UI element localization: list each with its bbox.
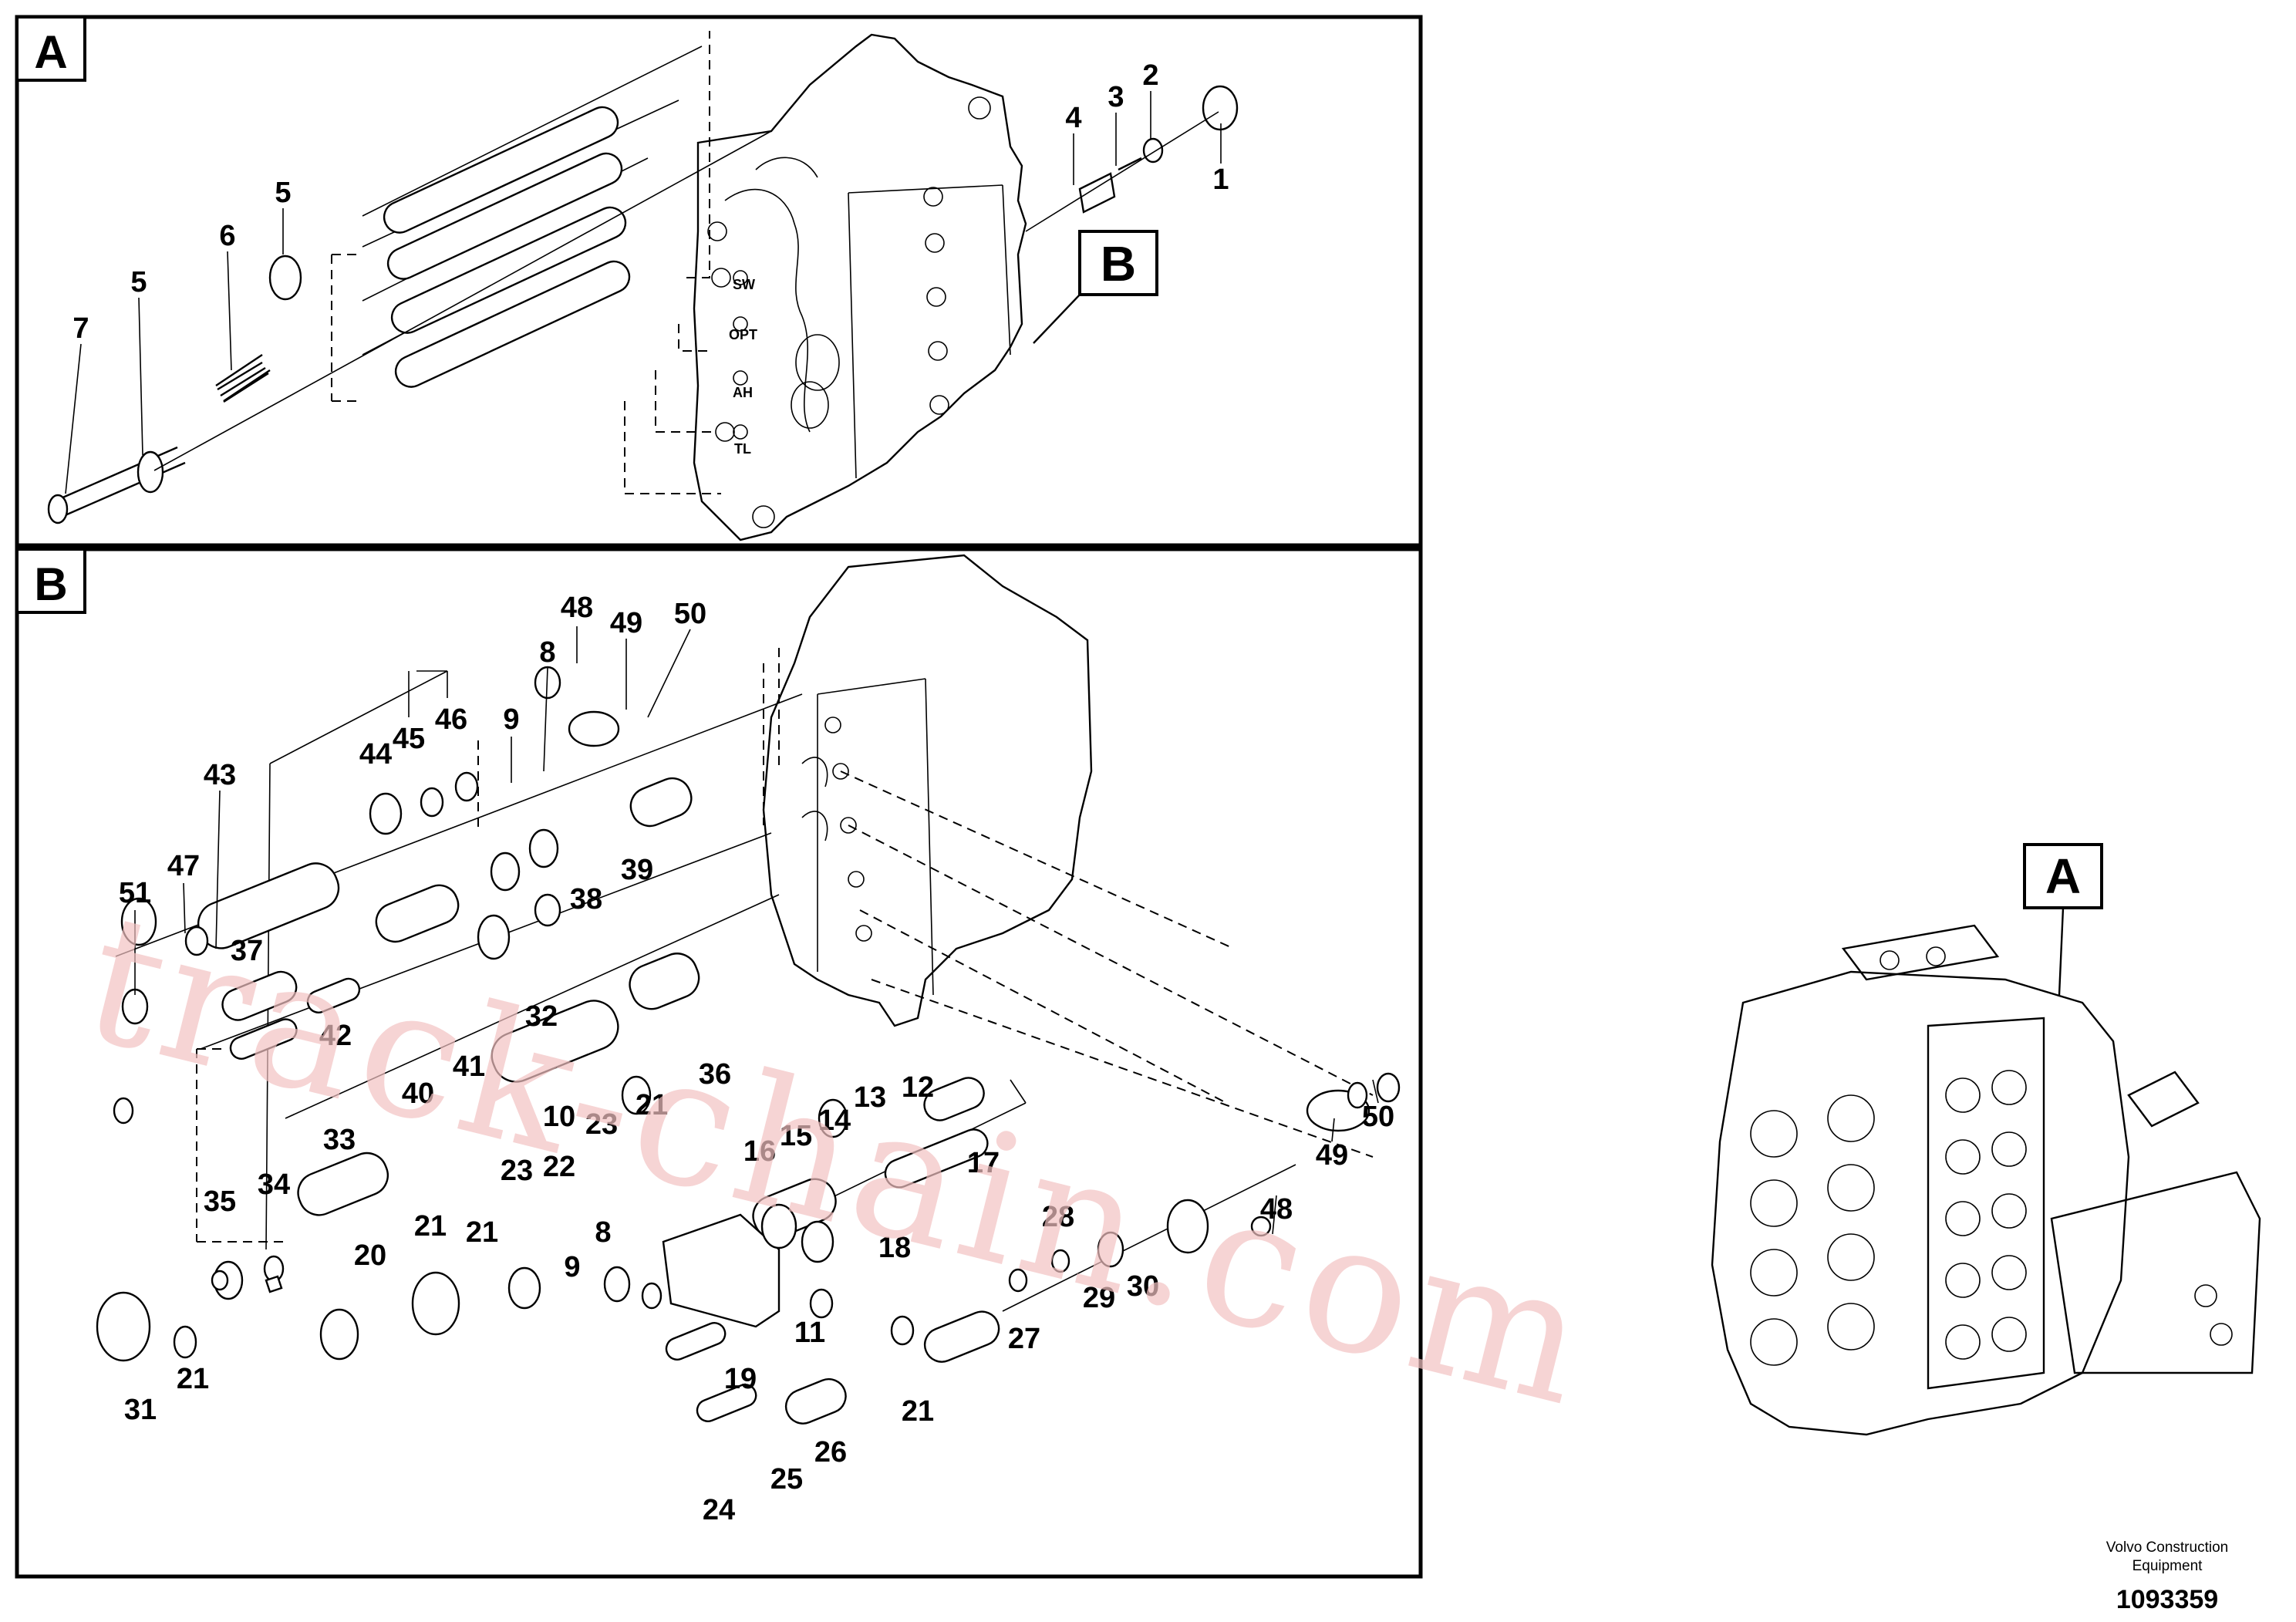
panel-a-part-labels: 1 2 3 4 5 5 6 7 — [65, 59, 1229, 494]
part-label: 15 — [780, 1120, 812, 1152]
part-label: 45 — [393, 723, 425, 755]
callout-b: B — [1033, 230, 1158, 344]
drawing-number: 1093359 — [2116, 1585, 2218, 1614]
part-label: 51 — [119, 877, 151, 909]
overview-assembly: A — [1711, 843, 2261, 1436]
part-label: 23 — [501, 1155, 533, 1187]
spool-set-a — [383, 106, 631, 388]
part-label: 25 — [770, 1463, 803, 1496]
part-label: 29 — [1083, 1282, 1115, 1314]
watermark: track-chain.com — [67, 875, 1610, 1447]
part-label: 8 — [595, 1216, 611, 1249]
callout-a: A — [2045, 848, 2081, 904]
part-label: 49 — [1316, 1139, 1348, 1172]
part-label: 40 — [402, 1077, 434, 1110]
part-label: 10 — [543, 1101, 575, 1133]
part-label: 28 — [1042, 1201, 1074, 1233]
part-label: 11 — [794, 1317, 825, 1349]
part-label: 42 — [319, 1020, 352, 1052]
part-label: 1 — [1212, 164, 1229, 196]
part-label: 5 — [130, 266, 147, 298]
part-label: 50 — [1362, 1101, 1394, 1133]
port-mark-opt: OPT — [729, 327, 757, 342]
part-label: 50 — [674, 598, 706, 630]
part-label: 19 — [724, 1363, 757, 1395]
part-label: 37 — [231, 935, 263, 967]
valve-block-b — [762, 554, 1093, 1027]
part-label: 38 — [570, 883, 602, 916]
part-label: 13 — [854, 1081, 886, 1114]
part-label: 21 — [177, 1363, 209, 1395]
panel-b-letter: B — [34, 558, 67, 610]
valve-block-a: SW OPT AH TL — [693, 33, 1027, 541]
footer-company-line2: Equipment — [2132, 1558, 2203, 1574]
part-label: 26 — [814, 1436, 847, 1469]
part-label: 8 — [539, 636, 555, 669]
parts-b — [96, 666, 1401, 1425]
part-label: 9 — [564, 1251, 580, 1283]
part-label: 4 — [1065, 102, 1081, 134]
part-label: 35 — [204, 1185, 236, 1218]
part-label: 44 — [359, 738, 392, 771]
part-label: 12 — [902, 1071, 934, 1104]
part-label: 2 — [1142, 59, 1158, 92]
port-mark-ah: AH — [733, 385, 753, 400]
port-mark-tl: TL — [734, 441, 751, 457]
part-label: 47 — [167, 850, 200, 882]
panel-b-part-labels: 8 8 9 9 10 11 12 13 14 15 16 17 18 19 20… — [119, 592, 1394, 1526]
part-label: 21 — [414, 1210, 447, 1243]
part-label: 31 — [124, 1394, 157, 1426]
part-label: 33 — [323, 1124, 356, 1156]
panel-a-letter: A — [34, 26, 67, 78]
part-label: 5 — [275, 177, 291, 209]
part-label: 49 — [610, 607, 642, 639]
part-label: 46 — [435, 703, 467, 736]
svg-text:B: B — [1101, 236, 1136, 292]
port-mark-sw: SW — [733, 277, 755, 292]
part-label: 6 — [219, 220, 235, 252]
part-label: 43 — [204, 759, 236, 791]
part-label: 34 — [258, 1168, 290, 1201]
part-label: 30 — [1127, 1270, 1159, 1303]
part-label: 21 — [636, 1089, 668, 1121]
part-label: 41 — [453, 1050, 485, 1083]
part-label: 21 — [466, 1216, 498, 1249]
footer: Volvo Construction Equipment 1093359 — [2106, 1539, 2228, 1614]
part-label: 36 — [699, 1058, 731, 1091]
part-label: 3 — [1108, 81, 1124, 113]
part-label: 14 — [818, 1104, 851, 1137]
part-label: 24 — [703, 1494, 735, 1526]
footer-company: Volvo Construction — [2106, 1539, 2228, 1556]
part-label: 18 — [878, 1232, 911, 1264]
part-label: 9 — [503, 703, 519, 736]
part-label: 21 — [902, 1395, 934, 1428]
part-label: 22 — [543, 1151, 575, 1183]
part-label: 20 — [354, 1239, 386, 1272]
panel-a: A SW OPT AH TL — [15, 15, 1423, 548]
part-label: 32 — [525, 1000, 558, 1033]
part-label: 39 — [621, 854, 653, 886]
part-label: 16 — [743, 1135, 776, 1168]
part-label: 17 — [967, 1147, 1000, 1179]
panel-b: B — [15, 547, 1423, 1579]
part-label: 48 — [561, 592, 593, 624]
part-label: 27 — [1008, 1323, 1040, 1355]
part-label: 23 — [585, 1108, 618, 1141]
part-label: 7 — [72, 312, 89, 345]
